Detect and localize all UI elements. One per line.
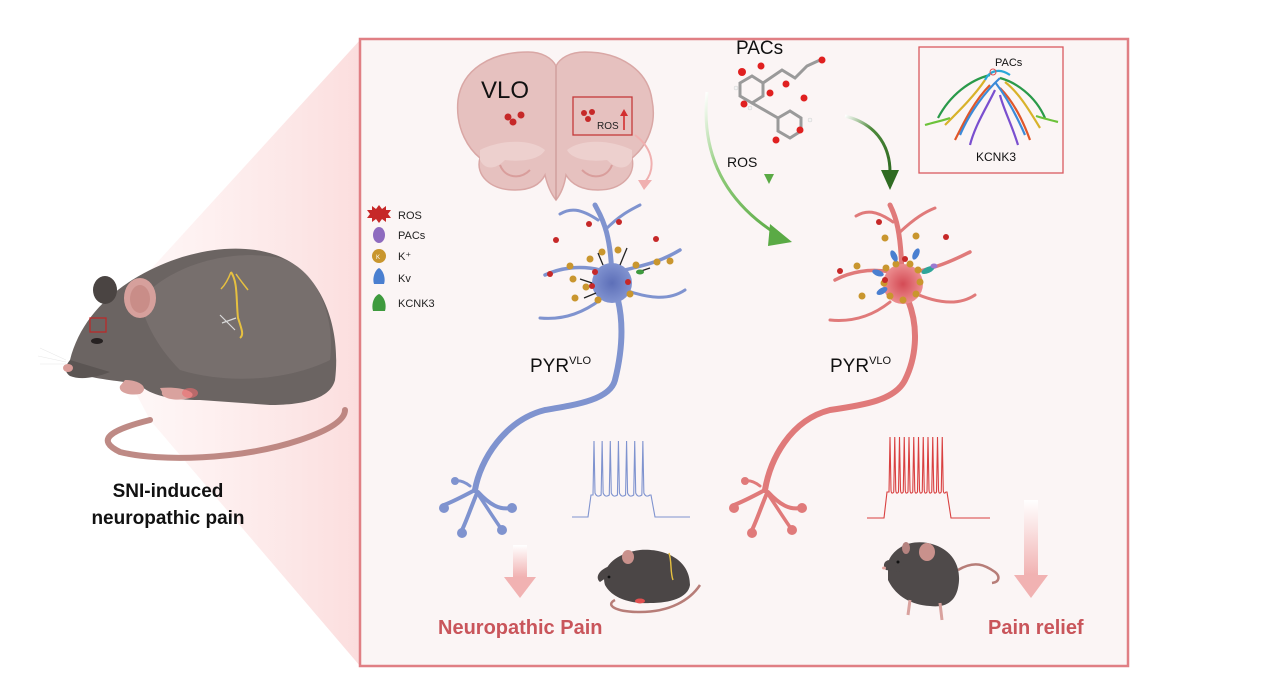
left-kcnk3-channel (636, 269, 644, 275)
left-trace-path (572, 440, 690, 518)
ros-icon (367, 205, 391, 223)
left-firing-trace (572, 440, 690, 518)
pacs-to-neuron-curved-arrow (704, 91, 779, 237)
vlo-label: VLO (481, 77, 529, 104)
docking-pacs-label: PACs (995, 57, 1023, 69)
kcnk3-channel-icon (372, 294, 386, 311)
ros-arrow-label: ROS (727, 154, 757, 170)
svg-text:K: K (376, 255, 380, 261)
pacs-ligand-marker (989, 68, 997, 76)
ros-particles-left (504, 111, 525, 126)
sni-caption-line2: neuropathic pain (91, 508, 244, 529)
legend-item-pacs: PACs (373, 227, 426, 243)
legend: ROS PACs K K⁺ Kv KCNK3 (367, 205, 435, 311)
right-outcome-arrow (1014, 500, 1048, 598)
brain-to-neuron-arrow (634, 134, 653, 183)
right-kcnk3-pacs-complex (921, 265, 935, 275)
legend-item-ros: ROS (367, 205, 422, 223)
sni-caption-line1: SNI-induced (113, 481, 224, 502)
right-pacs-bound (930, 263, 938, 269)
left-neuron-soma (592, 263, 632, 303)
pain-mouse-illustration (597, 549, 702, 614)
ros-inset-label: ROS (597, 121, 619, 132)
legend-item-kv: Kv (373, 268, 411, 285)
svg-text:ROS: ROS (398, 210, 422, 222)
right-kv-channels (872, 248, 920, 295)
left-neuron-terminals (439, 477, 517, 538)
outcome-neuropathic-pain: Neuropathic Pain (438, 617, 602, 639)
left-neuron-ions (566, 246, 674, 304)
brain-coronal-section (456, 51, 654, 202)
svg-text:Kv: Kv (398, 273, 411, 285)
legend-item-kcnk3: KCNK3 (372, 294, 435, 311)
kv-channel-icon (373, 268, 385, 284)
pacs-icon (373, 227, 385, 243)
outcome-pain-relief: Pain relief (988, 617, 1084, 639)
right-trace-path (867, 436, 990, 519)
left-neuron-ros (547, 219, 659, 289)
left-neuron-efflux-arrows (579, 247, 651, 299)
relief-mouse-illustration (882, 542, 1000, 621)
pacs-to-kcnk3-arrow (844, 114, 892, 173)
kcnk3-protein-structure (924, 69, 1059, 146)
sni-mouse-illustration (37, 248, 348, 461)
docking-kcnk3-label: KCNK3 (976, 150, 1016, 164)
svg-text:KCNK3: KCNK3 (398, 298, 435, 310)
pacs-title: PACs (736, 38, 783, 59)
svg-text:K⁺: K⁺ (398, 251, 411, 263)
right-firing-trace (867, 436, 990, 519)
right-neuron-terminals (729, 477, 807, 538)
svg-text:PACs: PACs (398, 230, 426, 242)
ros-inset-box (572, 96, 633, 136)
potassium-ion-icon (372, 249, 386, 263)
right-neuron-label: PYRVLO (830, 355, 892, 377)
right-neuron-ros (837, 219, 949, 283)
left-neuron-label: PYRVLO (530, 355, 592, 377)
pacs-molecule-structure (733, 56, 826, 144)
left-outcome-arrow (504, 545, 536, 598)
right-neuron-ions (853, 232, 924, 304)
legend-item-potassium: K K⁺ (372, 249, 411, 263)
vlo-region-marker (89, 317, 107, 333)
